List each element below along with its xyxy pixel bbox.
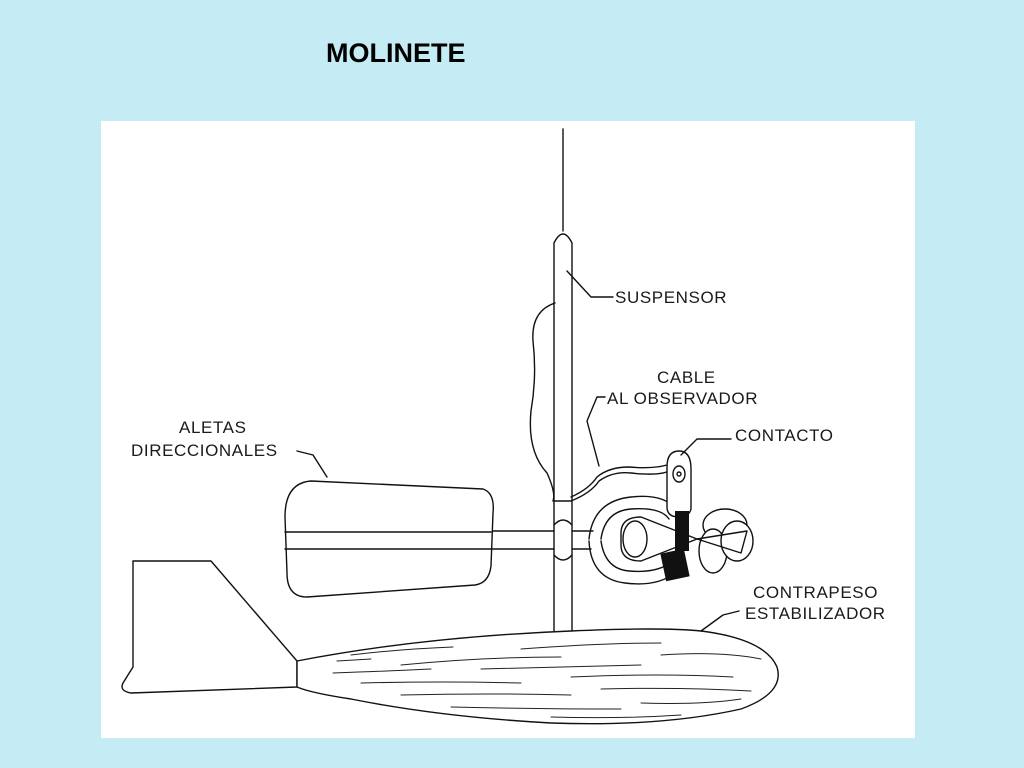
label-contrapeso-line2: ESTABILIZADOR	[745, 604, 886, 623]
current-meter-diagram: SUSPENSOR CABLE AL OBSERVADOR CONTACTO A…	[121, 128, 886, 725]
label-aletas-line2: DIRECCIONALES	[131, 441, 278, 460]
contact-chamber	[666, 450, 692, 518]
leader-aletas	[296, 450, 328, 478]
rotor-hub-front	[622, 520, 648, 558]
contact-band-lower	[660, 548, 690, 582]
leader-cable	[586, 396, 606, 467]
label-contacto: CONTACTO	[735, 426, 834, 445]
counterweight-hatching	[332, 642, 762, 719]
axle-collar	[553, 519, 573, 561]
counterweight-tail	[121, 560, 298, 694]
slide-title: MOLINETE	[326, 38, 466, 68]
horizontal-axle	[490, 530, 594, 550]
label-contrapeso-line1: CONTRAPESO	[753, 583, 878, 602]
counterweight-body	[296, 628, 779, 725]
label-cable-line1: CABLE	[657, 368, 716, 387]
contact-band-upper	[675, 511, 689, 551]
label-suspensor: SUSPENSOR	[615, 288, 727, 307]
directional-fins	[284, 480, 494, 598]
contact-screw-center	[676, 471, 682, 477]
observer-cable-inner	[570, 464, 668, 498]
propeller-blade-right	[720, 520, 754, 562]
leader-contrapeso	[700, 610, 740, 632]
leader-contacto	[680, 438, 732, 456]
observer-cable	[529, 302, 670, 502]
rotor-hub	[620, 516, 698, 562]
propeller-cone	[696, 530, 748, 554]
diagram-panel: SUSPENSOR CABLE AL OBSERVADOR CONTACTO A…	[101, 121, 915, 738]
suspensor-rod	[553, 233, 573, 631]
label-aletas-line1: ALETAS	[179, 418, 247, 437]
contact-screw	[672, 465, 686, 483]
rotor-yoke-inner	[600, 508, 670, 573]
label-cable-line2: AL OBSERVADOR	[607, 389, 758, 408]
leader-suspensor	[566, 270, 614, 298]
